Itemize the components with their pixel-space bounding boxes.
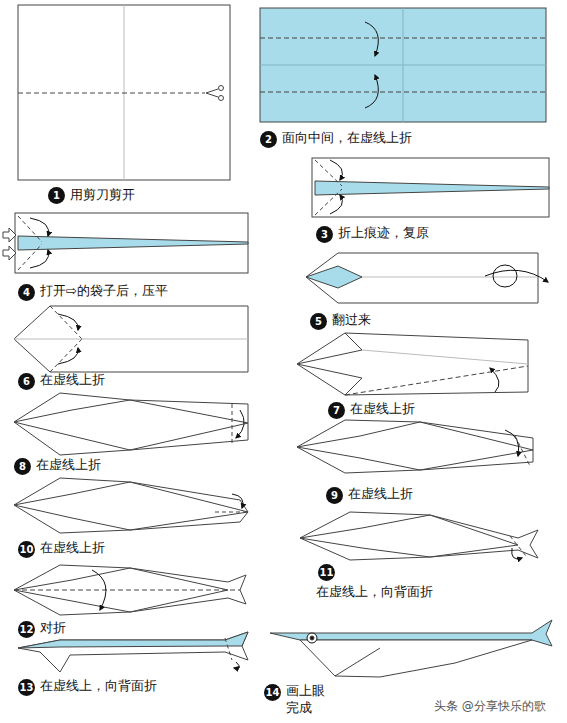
callout-number: 4 [18, 284, 35, 301]
callout-number: 12 [18, 621, 35, 638]
step-number: 10 [18, 541, 35, 558]
paper-half [260, 8, 546, 122]
step-caption: 翻过来 [332, 311, 371, 328]
callout-number: 14 [264, 684, 281, 701]
callout-number: 1 [48, 187, 65, 204]
number-disc [310, 313, 327, 330]
callout-number: 13 [18, 679, 35, 696]
callout-number: 10 [18, 541, 35, 558]
number-disc [14, 458, 31, 475]
step-caption: 在虚线上折 [36, 456, 101, 473]
step-number: 5 [310, 313, 327, 330]
number-disc [18, 373, 35, 390]
fish-eye [307, 633, 317, 643]
step-number: 8 [14, 458, 31, 475]
step-caption: 在虚线上折 [350, 400, 415, 417]
callout-number: 7 [328, 402, 345, 419]
watermark: 头条 @分享快乐的歌 [434, 698, 546, 715]
step-number: 3 [316, 226, 333, 243]
step-number: 1 [48, 187, 65, 204]
step-number: 6 [18, 373, 35, 390]
step-caption: 在虚线上折 [40, 539, 105, 556]
number-disc [316, 226, 333, 243]
step-caption: 在虚线上，向背面折 [316, 583, 433, 600]
callout-number: 3 [316, 226, 333, 243]
step-number: 13 [18, 679, 35, 696]
step-number: 14 [264, 684, 281, 701]
number-disc [18, 284, 35, 301]
step-caption: 折上痕迹，复原 [338, 224, 429, 241]
number-disc [326, 487, 343, 504]
step-caption: 在虚线上，向背面折 [40, 677, 157, 694]
step-caption: 画上眼 完成 [286, 682, 330, 716]
callout-number: 5 [310, 313, 327, 330]
number-disc [48, 187, 65, 204]
scissors [206, 86, 224, 101]
step-caption: 面向中间，在虚线上折 [282, 129, 412, 146]
callout-number: 11 [318, 564, 335, 581]
number-disc [328, 402, 345, 419]
step-caption: 用剪刀剪开 [70, 186, 135, 203]
number-disc [260, 131, 277, 148]
step-number: 7 [328, 402, 345, 419]
step-number: 9 [326, 487, 343, 504]
step-number: 11 [318, 564, 335, 581]
number-disc [18, 621, 35, 638]
number-disc [318, 564, 335, 581]
callout-number: 6 [18, 373, 35, 390]
step-caption: 对折 [40, 619, 66, 636]
number-disc [264, 684, 281, 701]
step-number: 2 [260, 131, 277, 148]
callout-number: 2 [260, 131, 277, 148]
callout-number: 8 [14, 458, 31, 475]
step-caption: 在虚线上折 [40, 371, 105, 388]
number-disc [18, 541, 35, 558]
callout-number: 9 [326, 487, 343, 504]
step-caption: 在虚线上折 [348, 485, 413, 502]
step-caption: 打开⇨的袋子后，压平 [40, 282, 168, 299]
step-number: 4 [18, 284, 35, 301]
paper-square [18, 5, 230, 180]
step-number: 12 [18, 621, 35, 638]
number-disc [18, 679, 35, 696]
